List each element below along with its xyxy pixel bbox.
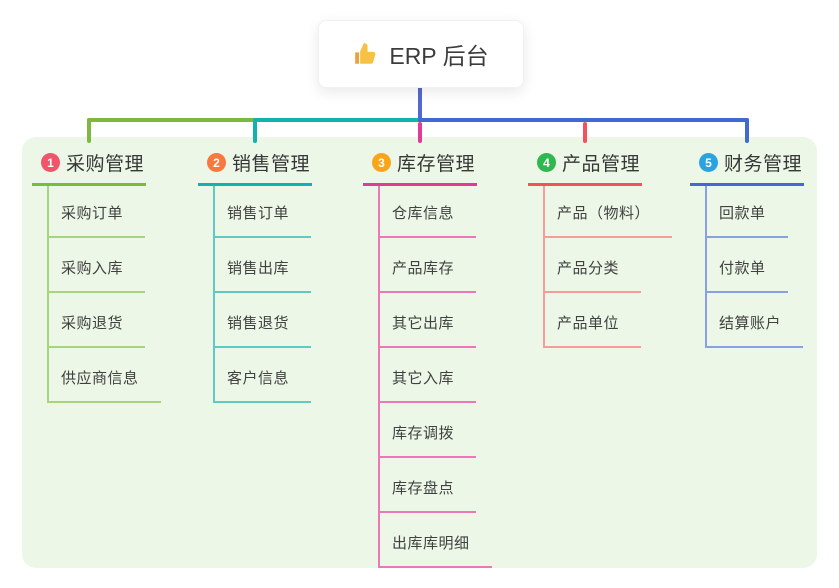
connector-line	[87, 118, 91, 143]
child-node[interactable]: 仓库信息	[380, 186, 477, 238]
branch-label: 财务管理	[724, 154, 803, 175]
child-label: 产品分类	[557, 260, 620, 277]
child-node[interactable]: 销售退货	[215, 293, 312, 348]
branch-title[interactable]: 4 产品管理	[528, 149, 642, 186]
branch-title[interactable]: 1 采购管理	[32, 149, 146, 186]
child-label: 产品库存	[392, 260, 455, 277]
child-node[interactable]: 产品（物料）	[545, 186, 673, 238]
branch-label: 库存管理	[397, 154, 476, 175]
branch-title[interactable]: 5 财务管理	[690, 149, 804, 186]
connector-line	[418, 122, 422, 143]
child-label: 付款单	[719, 260, 766, 277]
child-node[interactable]: 库存调拨	[380, 403, 477, 458]
connector-line	[418, 118, 749, 122]
child-label: 产品单位	[557, 315, 620, 332]
child-node[interactable]: 出库库明细	[380, 513, 492, 568]
child-label: 销售出库	[227, 260, 290, 277]
branch-node: 1 采购管理采购订单采购入库采购退货供应商信息	[32, 149, 161, 403]
thumbs-up-icon	[353, 41, 379, 67]
child-node[interactable]: 销售出库	[215, 238, 312, 293]
branch-children: 销售订单销售出库销售退货客户信息	[213, 186, 312, 403]
root-title: ERP 后台	[389, 43, 489, 69]
branch-number-badge: 2	[207, 153, 226, 172]
branch-label: 销售管理	[232, 154, 311, 175]
branch-title[interactable]: 2 销售管理	[198, 149, 312, 186]
child-label: 其它入库	[392, 370, 455, 387]
child-label: 采购入库	[61, 260, 124, 277]
child-label: 采购订单	[61, 205, 124, 222]
branch-label: 产品管理	[562, 154, 641, 175]
child-label: 库存盘点	[392, 480, 455, 497]
child-label: 库存调拨	[392, 425, 455, 442]
branch-node: 4 产品管理产品（物料） 产品分类产品单位	[528, 149, 673, 348]
connector-line	[418, 85, 422, 122]
child-label: 采购退货	[61, 315, 124, 332]
child-node[interactable]: 结算账户	[707, 293, 804, 348]
child-node[interactable]: 销售订单	[215, 186, 312, 238]
connector-line	[253, 118, 422, 122]
child-label: 结算账户	[719, 315, 782, 332]
branch-node: 2 销售管理销售订单销售出库销售退货客户信息	[198, 149, 312, 403]
child-node[interactable]: 库存盘点	[380, 458, 477, 513]
branch-children: 产品（物料） 产品分类产品单位	[543, 186, 673, 348]
child-node[interactable]: 产品库存	[380, 238, 477, 293]
child-label: 其它出库	[392, 315, 455, 332]
child-label: 仓库信息	[392, 205, 455, 222]
child-node[interactable]: 供应商信息	[49, 348, 161, 403]
child-node[interactable]: 客户信息	[215, 348, 312, 403]
child-node[interactable]: 产品单位	[545, 293, 642, 348]
child-node[interactable]: 其它出库	[380, 293, 477, 348]
branch-number-badge: 1	[41, 153, 60, 172]
branch-node: 5 财务管理回款单付款单结算账户	[690, 149, 804, 348]
branch-children: 回款单付款单结算账户	[705, 186, 804, 348]
child-node[interactable]: 付款单	[707, 238, 788, 293]
branch-number-badge: 5	[699, 153, 718, 172]
child-label: 销售订单	[227, 205, 290, 222]
child-node[interactable]: 采购退货	[49, 293, 146, 348]
connector-line	[583, 122, 587, 143]
branches-panel: 1 采购管理采购订单采购入库采购退货供应商信息 2 销售管理销售订单销售出库销售退货客…	[22, 137, 817, 568]
branch-children: 采购订单采购入库采购退货供应商信息	[47, 186, 161, 403]
child-label: 客户信息	[227, 370, 290, 387]
branch-children: 仓库信息产品库存其它出库其它入库库存调拨库存盘点出库库明细	[378, 186, 492, 568]
root-node[interactable]: ERP 后台	[318, 20, 524, 88]
branch-number-badge: 4	[537, 153, 556, 172]
branch-number-badge: 3	[372, 153, 391, 172]
child-label: 供应商信息	[61, 370, 139, 387]
connector-line	[253, 120, 257, 143]
branch-label: 采购管理	[66, 154, 145, 175]
connector-line	[745, 118, 749, 143]
child-node[interactable]: 采购订单	[49, 186, 146, 238]
child-label: 销售退货	[227, 315, 290, 332]
child-label: 出库库明细	[392, 535, 470, 552]
child-label: 产品（物料）	[557, 205, 651, 222]
child-node[interactable]: 其它入库	[380, 348, 477, 403]
child-label: 回款单	[719, 205, 766, 222]
branch-node: 3 库存管理仓库信息产品库存其它出库其它入库库存调拨库存盘点出库库明细	[363, 149, 492, 568]
child-node[interactable]: 产品分类	[545, 238, 642, 293]
child-node[interactable]: 回款单	[707, 186, 788, 238]
branch-title[interactable]: 3 库存管理	[363, 149, 477, 186]
child-node[interactable]: 采购入库	[49, 238, 146, 293]
